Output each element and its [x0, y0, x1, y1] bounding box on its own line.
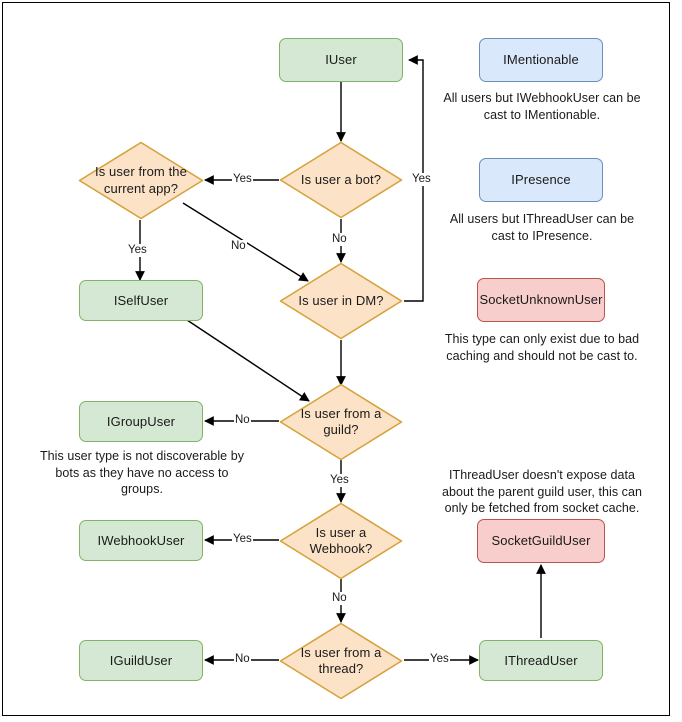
decision-is-user-in-dm[interactable]: Is user in DM? [279, 262, 403, 340]
node-ithreaduser[interactable]: IThreadUser [479, 640, 603, 681]
edge-label-iswebhook-yes: Yes [232, 533, 253, 546]
decision-label-from-thread: Is user from a thread? [300, 644, 382, 676]
node-igroupuser[interactable]: IGroupUser [79, 401, 203, 442]
node-socketunknownuser[interactable]: SocketUnknownUser [477, 278, 605, 322]
edge-label-currentapp-no: No [230, 240, 247, 253]
decision-label-is-bot: Is user a bot? [300, 171, 382, 187]
edge-iselfuser-to-fromguild [186, 319, 310, 402]
note-socketguilduser: IThreadUser doesn't expose data about th… [442, 468, 642, 516]
node-iguilduser[interactable]: IGuildUser [79, 640, 203, 681]
edge-label-isbot-no: No [331, 233, 348, 246]
node-iselfuser[interactable]: ISelfUser [79, 280, 203, 321]
note-igroupuser: This user type is not discoverable by bo… [39, 449, 245, 497]
node-iuser[interactable]: IUser [279, 38, 403, 82]
decision-label-is-webhook: Is user a Webhook? [309, 524, 373, 556]
edge-label-iswebhook-no: No [331, 592, 348, 605]
decision-label-from-guild: Is user from a guild? [300, 405, 382, 437]
note-imentionable: All users but IWebhookUser can be cast t… [443, 91, 641, 122]
edge-label-isbot-yes: Yes [232, 173, 253, 186]
node-socketguilduser[interactable]: SocketGuildUser [477, 519, 605, 563]
edge-label-fromguild-no: No [234, 414, 251, 427]
decision-is-user-from-current-app[interactable]: Is user from the current app? [78, 141, 204, 220]
decision-label-in-dm: Is user in DM? [298, 292, 384, 308]
decision-label-current-app: Is user from the current app? [95, 164, 187, 196]
node-iwebhookuser[interactable]: IWebhookUser [79, 520, 203, 561]
edge-label-fromthread-no: No [234, 653, 251, 666]
node-ipresence[interactable]: IPresence [479, 158, 603, 202]
node-imentionable[interactable]: IMentionable [479, 38, 603, 82]
edge-label-currentapp-yes: Yes [127, 244, 148, 257]
note-socketunknownuser: This type can only exist due to bad cach… [444, 332, 640, 363]
decision-is-user-from-guild[interactable]: Is user from a guild? [279, 383, 403, 461]
decision-is-user-a-bot[interactable]: Is user a bot? [279, 141, 403, 219]
decision-is-user-a-webhook[interactable]: Is user a Webhook? [279, 502, 403, 580]
decision-is-user-from-thread[interactable]: Is user from a thread? [279, 622, 403, 700]
note-ipresence: All users but IThreadUser can be cast to… [449, 212, 635, 243]
edge-label-indm-yes: Yes [411, 173, 432, 186]
edge-label-fromguild-yes: Yes [329, 474, 350, 487]
edge-label-fromthread-yes: Yes [429, 653, 450, 666]
